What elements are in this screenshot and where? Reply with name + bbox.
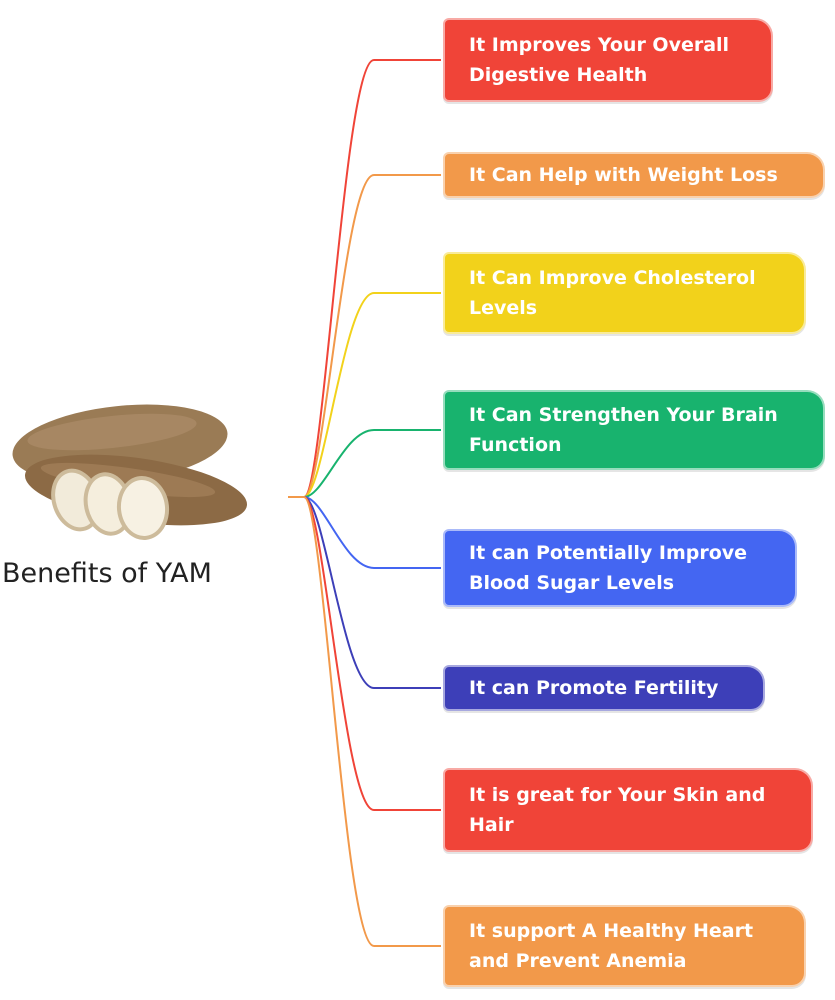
branch-label: It can Potentially Improve Blood Sugar L… [469, 542, 748, 594]
branch-label: It support A Healthy Heart and Prevent A… [469, 920, 754, 972]
branch-label: It Can Help with Weight Loss [469, 164, 778, 186]
branch-label: It can Promote Fertility [469, 677, 719, 699]
branch-node: It is great for Your Skin and Hair [443, 768, 813, 852]
branch-node: It Can Improve Cholesterol Levels [443, 252, 806, 334]
connector-line [303, 496, 441, 689]
branch-label: It Improves Your Overall Digestive Healt… [469, 34, 730, 86]
connector-line [303, 429, 441, 498]
yam-tuber-image [12, 404, 247, 540]
branch-node: It can Promote Fertility [443, 665, 765, 711]
branch-label: It Can Improve Cholesterol Levels [469, 267, 756, 319]
connector-line [303, 174, 441, 498]
branch-node: It can Potentially Improve Blood Sugar L… [443, 529, 797, 607]
branch-node: It Can Help with Weight Loss [443, 152, 825, 198]
root-label: Benefits of YAM [2, 558, 212, 589]
branch-label: It Can Strengthen Your Brain Function [469, 404, 778, 456]
connector-line [303, 59, 441, 498]
connector-line [303, 496, 441, 947]
branch-label: It is great for Your Skin and Hair [469, 784, 766, 836]
branch-node: It support A Healthy Heart and Prevent A… [443, 905, 806, 987]
connector-line [303, 292, 441, 498]
branch-node: It Improves Your Overall Digestive Healt… [443, 18, 773, 102]
connector-line [303, 496, 441, 569]
branch-node: It Can Strengthen Your Brain Function [443, 390, 825, 470]
connector-line [303, 496, 441, 811]
